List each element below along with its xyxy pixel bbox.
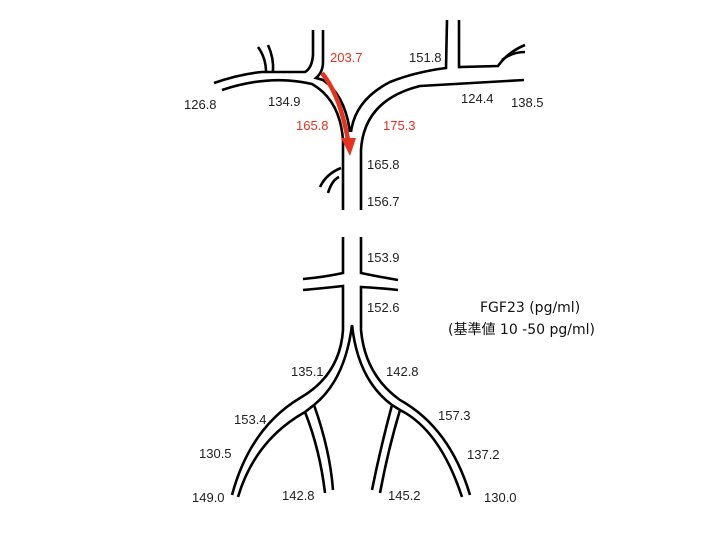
label-lower-trunk-upper: 153.9: [367, 250, 400, 265]
lower-inner-walls: [236, 324, 464, 498]
label-left-confluence: 165.8: [296, 118, 329, 133]
lower-left-wall: [230, 237, 345, 496]
flow-arrow-icon: [320, 71, 356, 156]
right-internal-branch: [370, 404, 402, 494]
label-right-internal: 145.2: [388, 488, 421, 503]
label-right-external-mid: 137.2: [467, 447, 500, 462]
label-right-far: 138.5: [511, 95, 544, 110]
left-branch-lower-wall: [221, 78, 345, 210]
left-internal-branch: [303, 404, 335, 494]
lower-vessel-tree: [230, 237, 472, 498]
label-right-top-branch: 151.8: [409, 50, 442, 65]
lower-right-wall: [359, 237, 472, 496]
label-lower-trunk-lower: 152.6: [367, 300, 400, 315]
label-left-external-distal: 149.0: [192, 490, 225, 505]
label-right-external-distal: 130.0: [484, 490, 517, 505]
right-branch-inner-wall: [349, 19, 526, 133]
right-branch-outer-wall: [359, 78, 525, 210]
label-trunk-upper: 165.8: [367, 157, 400, 172]
left-small-branch: [256, 44, 275, 73]
label-left-internal: 142.8: [282, 488, 315, 503]
label-trunk-lower: 156.7: [367, 194, 400, 209]
label-right-confluence: 175.3: [383, 118, 416, 133]
label-top-center-branch: 203.7: [330, 50, 363, 65]
small-left-trunk-branch: [318, 166, 342, 194]
label-left-far: 126.8: [184, 97, 217, 112]
legend-title: FGF23 (pg/ml): [480, 300, 580, 316]
label-left-common: 135.1: [291, 364, 324, 379]
top-center-branch-right-wall: [313, 30, 352, 133]
label-right-near: 124.4: [461, 91, 494, 106]
label-right-common: 142.8: [386, 364, 419, 379]
label-right-external-upper: 157.3: [438, 408, 471, 423]
upper-vessel-tree: [213, 19, 526, 210]
left-branch-upper-wall: [213, 30, 315, 85]
label-left-external-mid: 130.5: [199, 446, 232, 461]
label-left-external-upper: 153.4: [234, 412, 267, 427]
label-left-near: 134.9: [268, 94, 301, 109]
legend-reference: (基準値 10 -50 pg/ml): [448, 321, 595, 338]
